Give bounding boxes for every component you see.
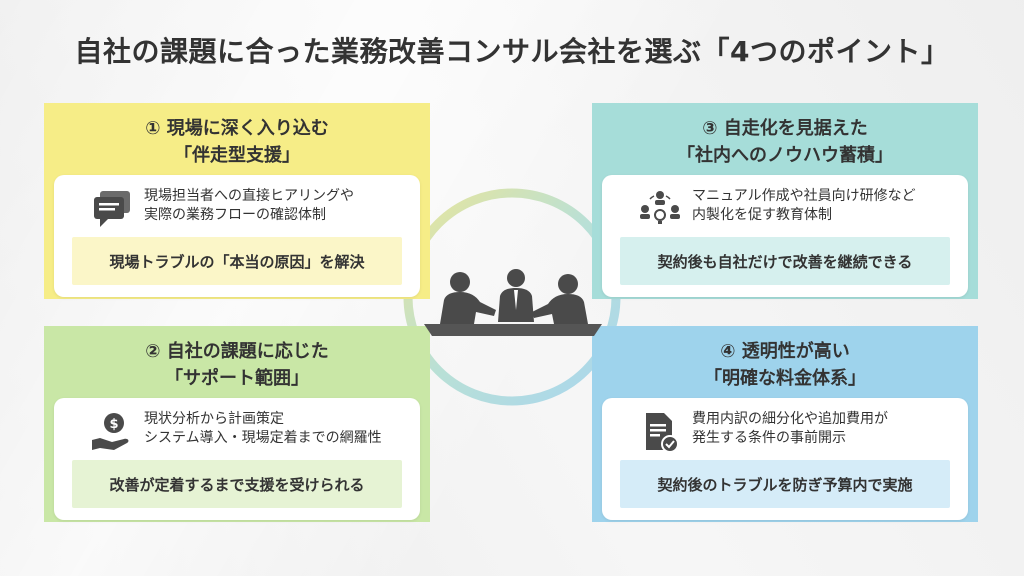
point-4-result: 契約後のトラブルを防ぎ予算内で実施: [620, 460, 950, 508]
point-1-card: 現場担当者への直接ヒアリングや 実際の業務フローの確認体制 現場トラブルの「本当…: [54, 175, 420, 297]
business-meeting-illustration: [418, 262, 608, 350]
document-check-icon: [638, 410, 682, 454]
point-4-description: 費用内訳の細分化や追加費用が 発生する条件の事前開示: [692, 411, 888, 446]
point-4-heading: ④ 透明性が高い 「明確な料金体系」: [704, 341, 866, 389]
point-3-card: マニュアル作成や社員向け研修など 内製化を促す教育体制 契約後も自社だけで改善を…: [602, 175, 968, 297]
point-2-heading: ② 自社の課題に応じた 「サポート範囲」: [145, 341, 329, 389]
point-1-result: 現場トラブルの「本当の原因」を解決: [72, 237, 402, 285]
team-idea-icon: [638, 187, 682, 231]
point-2-card: $ 現状分析から計画策定 システム導入・現場定着までの網羅性 改善が定着するまで…: [54, 398, 420, 520]
point-3-panel: ③ 自走化を見据えた 「社内へのノウハウ蓄積」 マニュアル作成や社員向け研修など…: [592, 103, 978, 299]
chat-bubble-icon: [90, 187, 134, 231]
point-2-description: 現状分析から計画策定 システム導入・現場定着までの網羅性: [144, 411, 382, 446]
point-2-result: 改善が定着するまで支援を受けられる: [72, 460, 402, 508]
point-4-card: 費用内訳の細分化や追加費用が 発生する条件の事前開示 契約後のトラブルを防ぎ予算…: [602, 398, 968, 520]
point-4-panel: ④ 透明性が高い 「明確な料金体系」 費用内訳の細分化や追加費用が 発生する条件…: [592, 326, 978, 522]
money-hand-icon: $: [90, 410, 134, 454]
point-1-description: 現場担当者への直接ヒアリングや 実際の業務フローの確認体制: [144, 188, 354, 223]
point-2-panel: ② 自社の課題に応じた 「サポート範囲」 $ 現状分析から計画策定 システム導入…: [44, 326, 430, 522]
point-3-heading: ③ 自走化を見据えた 「社内へのノウハウ蓄積」: [677, 118, 893, 166]
page-title: 自社の課題に合った業務改善コンサル会社を選ぶ「4つのポイント」: [74, 35, 950, 68]
point-1-heading: ① 現場に深く入り込む 「伴走型支援」: [145, 118, 329, 166]
point-3-result: 契約後も自社だけで改善を継続できる: [620, 237, 950, 285]
point-1-panel: ① 現場に深く入り込む 「伴走型支援」 現場担当者への直接ヒアリングや 実際の業…: [44, 103, 430, 299]
svg-text:$: $: [109, 417, 118, 432]
point-3-description: マニュアル作成や社員向け研修など 内製化を促す教育体制: [692, 188, 916, 223]
